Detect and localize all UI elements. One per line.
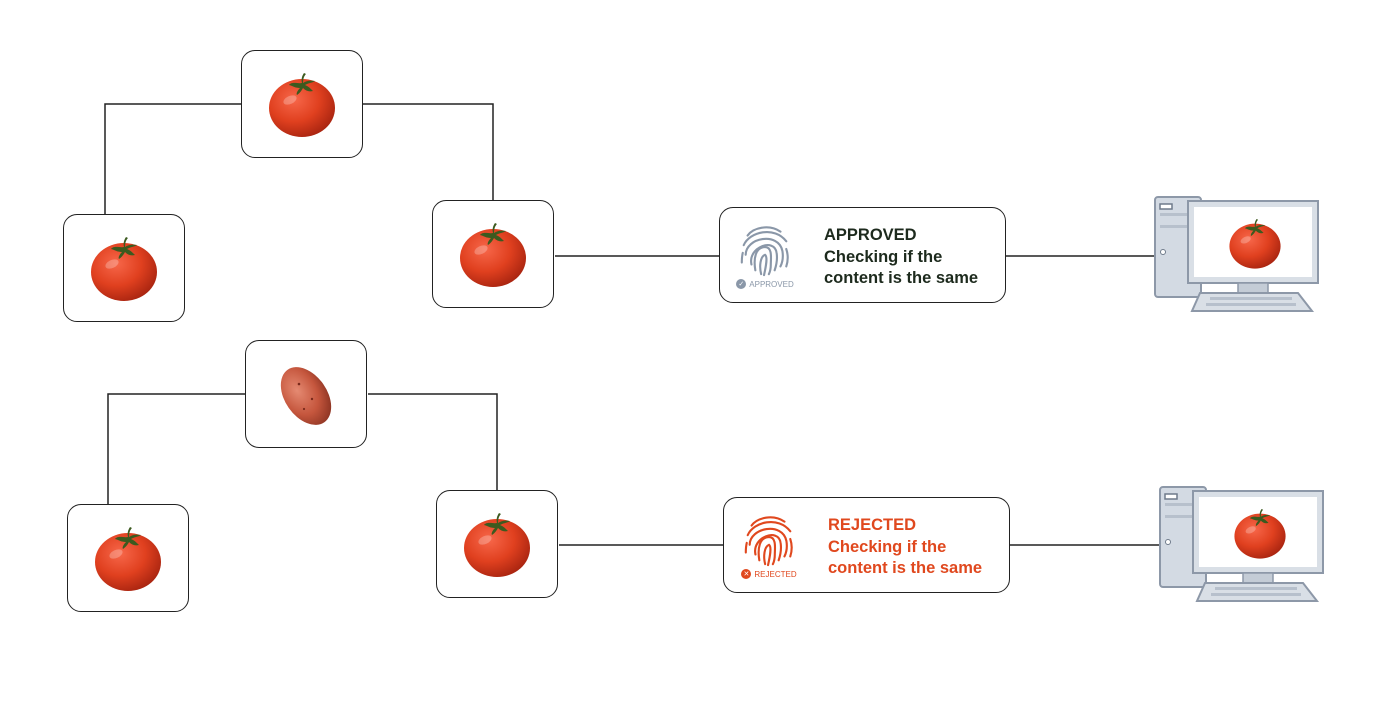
check-status-label: APPROVED bbox=[824, 226, 917, 244]
tomato-icon bbox=[88, 518, 168, 598]
connector-top-right bbox=[363, 103, 494, 201]
approved-stamp-label: APPROVED bbox=[749, 279, 794, 289]
tomato-icon bbox=[457, 504, 537, 584]
rejected-stamp-label: REJECTED bbox=[754, 569, 797, 579]
tomato-icon bbox=[262, 64, 342, 144]
approved-check-box: ✓ APPROVED APPROVED Checking if the cont… bbox=[719, 207, 1006, 303]
top-tree-left-node bbox=[63, 214, 185, 322]
bottom-tree-root-node bbox=[245, 340, 367, 448]
check-status-label: REJECTED bbox=[828, 516, 917, 534]
connector-bottom-right bbox=[368, 393, 498, 490]
fingerprint-icon bbox=[736, 220, 794, 278]
fingerprint-icon bbox=[740, 510, 798, 568]
tomato-icon bbox=[1224, 212, 1286, 274]
tomato-icon bbox=[1229, 502, 1291, 564]
cross-icon: ✕ bbox=[741, 569, 752, 579]
check-description-line-2: content is the same bbox=[824, 269, 979, 287]
computer-top bbox=[1152, 193, 1322, 318]
top-tree-root-node bbox=[241, 50, 363, 158]
connector-bottom-left bbox=[107, 393, 245, 505]
approved-stamp: ✓ APPROVED bbox=[736, 279, 794, 289]
checkmark-icon: ✓ bbox=[736, 279, 747, 289]
rejected-stamp: ✕ REJECTED bbox=[740, 569, 798, 579]
tomato-icon bbox=[453, 214, 533, 294]
check-description-line-1: Checking if the bbox=[828, 537, 947, 556]
check-description-line-2: content is the same bbox=[828, 559, 983, 577]
rejected-check-box: ✕ REJECTED REJECTED Checking if the cont… bbox=[723, 497, 1010, 593]
top-tree-right-node bbox=[432, 200, 554, 308]
check-description-line-1: Checking if the bbox=[824, 247, 943, 266]
bottom-tree-right-node bbox=[436, 490, 558, 598]
tomato-icon bbox=[84, 228, 164, 308]
bottom-tree-left-node bbox=[67, 504, 189, 612]
connector-top-left bbox=[104, 103, 241, 215]
potato-icon bbox=[266, 354, 346, 434]
computer-bottom bbox=[1157, 483, 1327, 608]
